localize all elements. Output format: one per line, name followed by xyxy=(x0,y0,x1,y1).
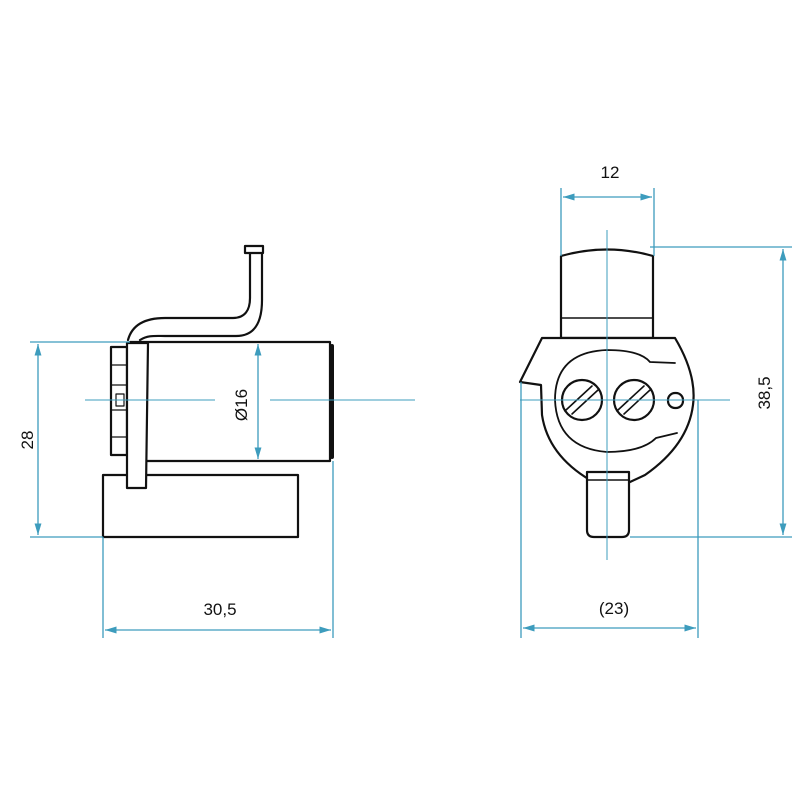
cylinder-body xyxy=(128,340,332,463)
dim-width-top-label: 12 xyxy=(601,163,620,182)
dim-length-label: 30,5 xyxy=(203,600,236,619)
side-view: 28 Ø16 30,5 xyxy=(18,244,415,638)
bracket xyxy=(125,341,150,490)
front-view: 12 38,5 (23) xyxy=(518,163,792,638)
dim-diameter-label: Ø16 xyxy=(232,389,251,421)
dim-overall-width-label: (23) xyxy=(599,599,629,618)
wire-inner xyxy=(138,245,264,342)
dim-height-label: 28 xyxy=(18,431,37,450)
bottom-peg xyxy=(585,470,631,539)
wire-cap xyxy=(243,244,265,255)
dim-height-label: 38,5 xyxy=(755,376,774,409)
wire-outer xyxy=(126,245,252,342)
